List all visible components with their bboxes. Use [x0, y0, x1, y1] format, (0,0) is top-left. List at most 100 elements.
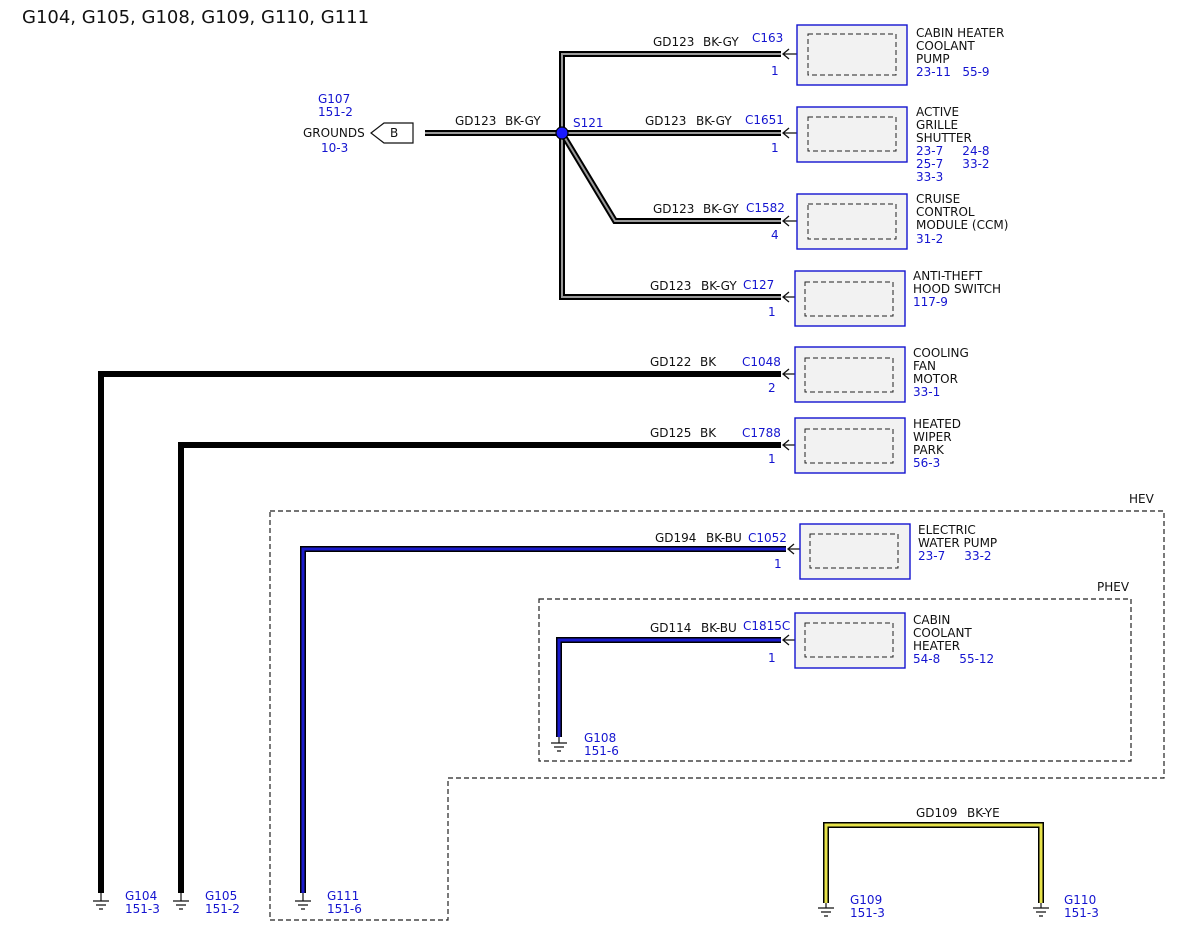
component-name-line: GRILLE: [916, 118, 958, 132]
pin-number: 1: [768, 452, 776, 466]
w2-circuit: GD123: [645, 114, 686, 128]
component-ref: 56-3: [913, 456, 940, 470]
connector-id: C1651: [745, 113, 784, 127]
component-name-line: HEATED: [913, 417, 961, 431]
component-box: [794, 417, 906, 474]
w5-color: BK: [700, 355, 717, 369]
phev-zone-border: [538, 598, 1132, 762]
component-name-line: PUMP: [916, 52, 950, 66]
ground-page: 151-3: [850, 906, 885, 920]
ground-icon: [295, 893, 311, 910]
component-box: [794, 270, 906, 327]
terminal-arrow: [781, 291, 795, 303]
pin-number: 1: [771, 64, 779, 78]
w2-color: BK-GY: [696, 114, 732, 128]
ground-g111: G111 151-6: [295, 889, 362, 916]
w8-circuit: GD114: [650, 621, 691, 635]
w7-wire: [300, 546, 786, 893]
component-name-line: MODULE (CCM): [916, 218, 1008, 232]
terminal-arrow: [781, 368, 795, 380]
component-name-line: CABIN HEATER: [916, 26, 1004, 40]
w4-color: BK-GY: [701, 279, 737, 293]
component-box: [799, 523, 911, 580]
terminal-arrow: [781, 127, 797, 139]
ground-icon: [551, 737, 567, 752]
w1-color: BK-GY: [703, 35, 739, 49]
page-title: G104, G105, G108, G109, G110, G111: [22, 7, 369, 28]
ground-g108: G108 151-6: [551, 731, 619, 758]
component-name-line: ELECTRIC: [918, 523, 976, 537]
component-inner: [807, 203, 897, 240]
ground-g105: G105 151-2: [173, 889, 240, 916]
ground-g109: G109 151-3: [818, 893, 885, 920]
terminal-arrow: [781, 48, 797, 60]
component-ref: 54-8 55-12: [913, 652, 994, 666]
component-ref: 23-7 24-8: [916, 144, 990, 158]
component-name-line: CONTROL: [916, 205, 975, 219]
pin-number: 4: [771, 228, 779, 242]
connector-id: C1788: [742, 426, 781, 440]
component-ref: 23-11 55-9: [916, 65, 990, 79]
component-ref: 31-2: [916, 232, 943, 246]
grounds-ref-top: G107: [318, 92, 350, 106]
trunk-wire-core: [561, 53, 781, 298]
component-inner: [807, 116, 897, 152]
component-name-line: WIPER: [913, 430, 952, 444]
terminal-arrow: [781, 439, 795, 451]
w3-circuit: GD123: [653, 202, 694, 216]
ground-icon: [93, 893, 109, 910]
w6-circuit: GD125: [650, 426, 691, 440]
component-inner: [804, 622, 894, 658]
component-name-line: CABIN: [913, 613, 950, 627]
w7-circuit: GD194: [655, 531, 696, 545]
ground-page: 151-6: [584, 744, 619, 758]
ground-id: G108: [584, 731, 616, 745]
component-inner: [804, 428, 894, 464]
component-inner: [809, 533, 899, 569]
ground-g110: G110 151-3: [1033, 893, 1099, 920]
w9-color: BK-YE: [967, 806, 1000, 820]
component-name-line: MOTOR: [913, 372, 958, 386]
splice-label: S121: [573, 116, 604, 130]
w7-wire-core: [301, 547, 786, 893]
component-inner: [804, 281, 894, 317]
grounds-connector: G107 151-2 GROUNDS 10-3 B: [303, 92, 414, 155]
component-name-line: PARK: [913, 443, 945, 457]
component-name-line: FAN: [913, 359, 936, 373]
component-cabin-heater-coolant-pump: C163 1 CABIN HEATER COOLANT PUMP 23-11 5…: [752, 24, 1004, 86]
component-box: [796, 106, 908, 163]
grounds-ref-top-page: 151-2: [318, 105, 353, 119]
pin-number: 1: [774, 557, 782, 571]
splice-dot: [555, 126, 569, 140]
w5-wire: [98, 371, 781, 893]
component-box: [796, 193, 908, 250]
component-ref: 33-3: [916, 170, 943, 184]
w5-circuit: GD122: [650, 355, 691, 369]
component-cruise-control-module: C1582 4 CRUISE CONTROL MODULE (CCM) 31-2: [746, 192, 1008, 250]
connector-id: C127: [743, 278, 774, 292]
w7-color: BK-BU: [706, 531, 742, 545]
component-cooling-fan-motor: C1048 2 COOLING FAN MOTOR 33-1: [742, 346, 969, 403]
branch-wire-3-core: [561, 132, 781, 222]
ground-id: G104: [125, 889, 157, 903]
w6-wire: [178, 442, 781, 893]
component-ref: 33-1: [913, 385, 940, 399]
component-name-line: CRUISE: [916, 192, 960, 206]
component-box: [794, 612, 906, 669]
grounds-connector-shape: [370, 122, 414, 144]
pin-number: 1: [768, 651, 776, 665]
component-name-line: COOLANT: [916, 39, 975, 53]
ground-icon: [818, 903, 834, 917]
w9-wire-core: [824, 823, 1043, 903]
component-electric-water-pump: C1052 1 ELECTRIC WATER PUMP 23-7 33-2: [748, 523, 997, 580]
component-box: [794, 346, 906, 403]
w1-circuit: GD123: [653, 35, 694, 49]
pin-number: 2: [768, 381, 776, 395]
terminal-arrow: [781, 634, 795, 646]
component-name-line: ACTIVE: [916, 105, 959, 119]
connector-id: C1048: [742, 355, 781, 369]
grounds-ref-bottom: 10-3: [321, 141, 348, 155]
grounds-label: GROUNDS: [303, 126, 365, 140]
component-cabin-coolant-heater: C1815C 1 CABIN COOLANT HEATER 54-8 55-12: [743, 612, 994, 669]
